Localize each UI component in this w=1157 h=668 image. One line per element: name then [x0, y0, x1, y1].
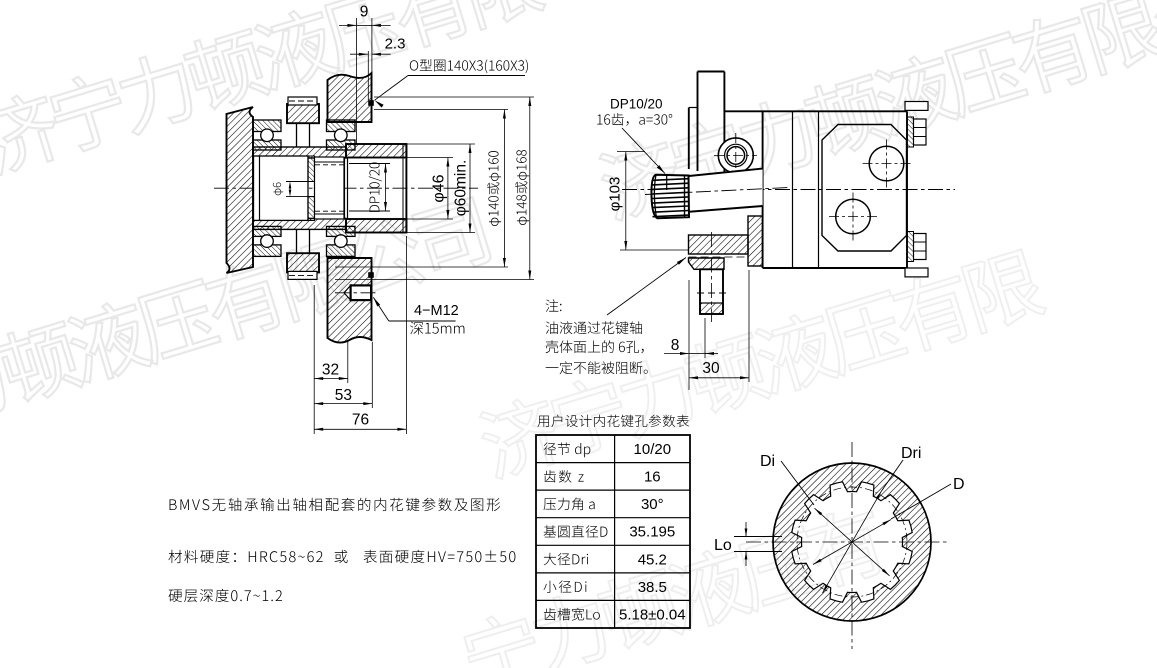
- svg-text:8: 8: [671, 337, 680, 354]
- svg-text:38.5: 38.5: [638, 579, 667, 596]
- svg-text:φ103: φ103: [607, 177, 624, 212]
- svg-text:16: 16: [644, 469, 661, 486]
- svg-text:φ60min.: φ60min.: [453, 160, 470, 217]
- svg-text:φ46: φ46: [431, 174, 448, 202]
- svg-text:4−M12: 4−M12: [414, 303, 459, 319]
- svg-text:35.195: 35.195: [629, 524, 675, 541]
- svg-text:9: 9: [360, 4, 369, 21]
- svg-text:30: 30: [702, 360, 720, 377]
- svg-text:30°: 30°: [641, 496, 664, 513]
- svg-text:D: D: [953, 476, 965, 493]
- svg-text:Di: Di: [760, 453, 775, 470]
- svg-text:10/20: 10/20: [634, 441, 672, 458]
- svg-text:5.18±0.04: 5.18±0.04: [619, 606, 686, 623]
- svg-text:45.2: 45.2: [638, 551, 667, 568]
- svg-text:76: 76: [352, 412, 369, 429]
- svg-text:53: 53: [335, 387, 352, 404]
- svg-text:Dri: Dri: [901, 445, 921, 462]
- svg-text:32: 32: [322, 362, 339, 379]
- svg-text:Lo: Lo: [714, 537, 732, 554]
- svg-text:DP10/20: DP10/20: [610, 97, 663, 112]
- svg-text:2.3: 2.3: [385, 36, 406, 53]
